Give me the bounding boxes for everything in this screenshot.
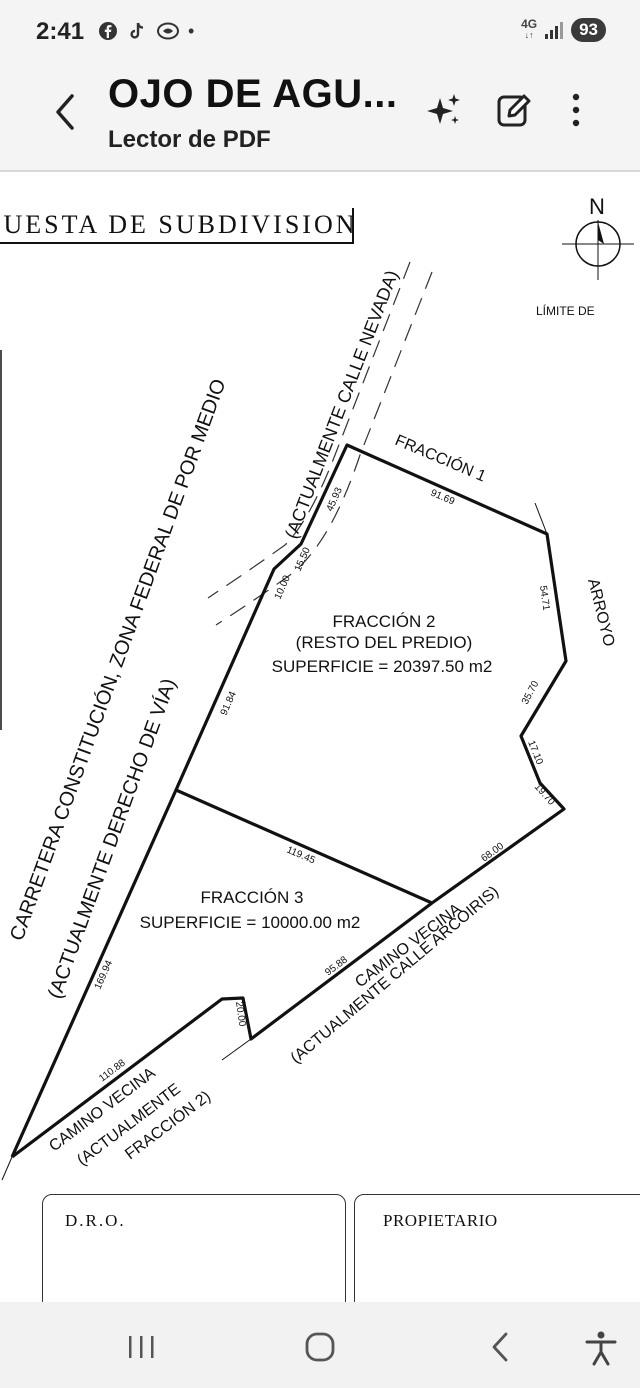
battery-badge: 93	[571, 18, 606, 42]
pdf-page[interactable]: PUESTA DE SUBDIVISION N LÍMITE DE CARRET…	[0, 172, 640, 1302]
recent-apps-icon[interactable]	[118, 1328, 164, 1368]
title-frame	[0, 208, 354, 244]
owner-signature-box: PROPIETARIO	[354, 1194, 640, 1302]
accessibility-icon[interactable]	[578, 1328, 624, 1368]
dro-label: D.R.O.	[65, 1211, 126, 1230]
dashed-road-lines	[207, 261, 433, 626]
limit-label: LÍMITE DE	[536, 303, 595, 318]
camino-right-current-label: (ACTUALMENTE CALLE ARCOIRIS)	[288, 883, 503, 1067]
plan-title: PUESTA DE SUBDIVISION	[0, 210, 358, 239]
system-nav-bar	[0, 1302, 640, 1388]
back-arrow-icon[interactable]	[46, 88, 86, 136]
dim-label: 54.71	[537, 585, 551, 612]
dim-label: 10.00	[273, 573, 293, 601]
corner-tick-2	[221, 1038, 252, 1061]
arroyo-label: ARROYO	[584, 577, 617, 648]
fraction3-area: SUPERFICIE = 10000.00 m2	[140, 913, 361, 932]
dim-label: 91.84	[219, 689, 239, 717]
status-bar: 2:41 • 4G↓↑ 93	[0, 0, 640, 62]
dim-label: 169.94	[93, 958, 116, 991]
corner-tick	[534, 502, 548, 535]
network-indicator: 4G↓↑	[521, 17, 538, 40]
dim-label: 119.45	[285, 845, 317, 867]
tiktok-icon	[130, 22, 144, 39]
camino-right-label: CAMINO VECINA	[352, 900, 465, 991]
fraction2-sub: (RESTO DEL PREDIO)	[296, 633, 473, 652]
notification-icons: •	[98, 20, 194, 42]
dim-label: 20.00	[233, 1001, 247, 1028]
fraction3-title: FRACCIÓN 3	[201, 888, 304, 907]
ai-sparkle-icon[interactable]	[424, 90, 464, 130]
street-top-label: (ACTUALMENTE CALLE NEVADA)	[281, 268, 402, 542]
status-time: 2:41	[36, 18, 85, 45]
subdivision-plan: N LÍMITE DE CARRETERA CONSTITUCIÓN, ZONA…	[0, 194, 634, 1181]
signal-icon	[545, 21, 564, 39]
fraction1-label: FRACCIÓN 1	[392, 430, 489, 485]
dimension-labels: 91.69 54.71 35.70 17.10 19.70 68.00 95.8…	[93, 485, 557, 1084]
fraction2-title: FRACCIÓN 2	[333, 612, 436, 631]
fraction2-area: SUPERFICIE = 20397.50 m2	[272, 657, 493, 676]
dim-label: 35.70	[520, 679, 542, 707]
north-label: N	[589, 194, 605, 219]
dim-label: 19.70	[532, 782, 557, 808]
app-subtitle: Lector de PDF	[108, 126, 271, 153]
property-boundary	[10, 443, 568, 1159]
north-compass	[562, 220, 634, 280]
edit-icon[interactable]	[494, 90, 534, 130]
home-icon[interactable]	[297, 1328, 343, 1368]
nav-back-icon[interactable]	[478, 1328, 524, 1368]
dro-signature-box: D.R.O.	[42, 1194, 346, 1302]
more-options-icon[interactable]	[556, 90, 596, 130]
owner-label: PROPIETARIO	[383, 1211, 498, 1230]
messaging-icon	[157, 22, 179, 40]
road-left-label: CARRETERA CONSTITUCIÓN, ZONA FEDERAL DE …	[5, 376, 230, 944]
corner-tick-3	[1, 1156, 13, 1181]
more-notifications-dot: •	[188, 21, 195, 41]
app-bar: OJO DE AGU... Lector de PDF	[0, 62, 640, 172]
document-title: OJO DE AGU...	[108, 72, 398, 116]
facebook-icon	[99, 22, 117, 40]
